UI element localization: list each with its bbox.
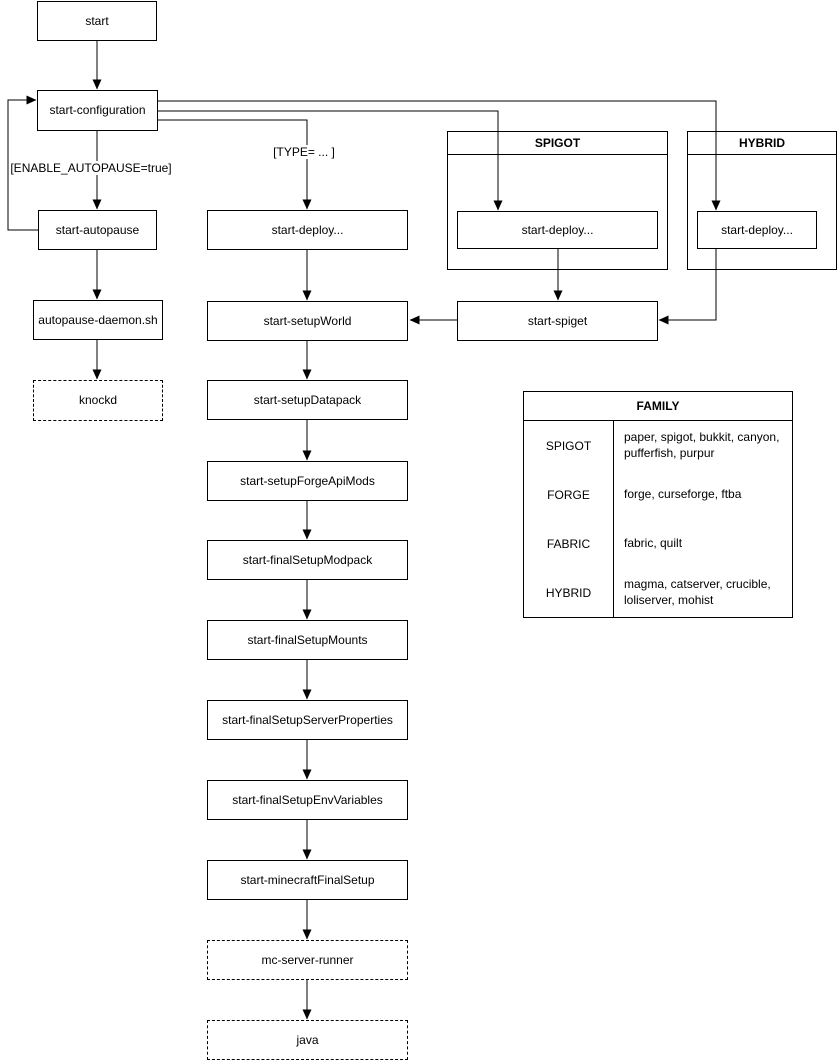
- node-start-setupdatapack: start-setupDatapack: [207, 380, 408, 420]
- family-row-spigot: SPIGOT paper, spigot, bukkit, canyon, pu…: [524, 421, 792, 470]
- family-servers: paper, spigot, bukkit, canyon, pufferfis…: [624, 429, 780, 460]
- node-start-minecraftfinalsetup: start-minecraftFinalSetup: [207, 860, 408, 900]
- edge-label-enable-autopause: [ENABLE_AUTOPAUSE=true]: [9, 161, 173, 175]
- node-start-finalsetupmodpack: start-finalSetupModpack: [207, 540, 408, 580]
- node-hybrid-start-deploy: start-deploy...: [697, 211, 817, 249]
- node-autopause-daemon: autopause-daemon.sh: [33, 300, 163, 340]
- family-row-forge: FORGE forge, curseforge, ftba: [524, 470, 792, 519]
- node-java: java: [207, 1020, 408, 1060]
- family-servers: fabric, quilt: [624, 535, 683, 550]
- node-spigot-start-deploy: start-deploy...: [457, 211, 658, 249]
- family-table-body: SPIGOT paper, spigot, bukkit, canyon, pu…: [524, 421, 792, 617]
- node-start-autopause: start-autopause: [38, 210, 157, 250]
- edge-autopause-loop-to-configuration: [7, 95, 38, 231]
- node-knockd: knockd: [33, 380, 163, 421]
- edge-configuration-to-deploy-middle: [158, 119, 312, 210]
- node-start-finalsetupenvvariables: start-finalSetupEnvVariables: [207, 780, 408, 820]
- node-start-setupworld: start-setupWorld: [207, 301, 408, 341]
- node-start-deploy-middle: start-deploy...: [207, 210, 408, 250]
- edge-configuration-to-hybrid-deploy: [158, 100, 721, 211]
- family-key: HYBRID: [524, 568, 614, 617]
- node-start-finalsetupserverproperties: start-finalSetupServerProperties: [207, 700, 408, 740]
- node-mc-server-runner: mc-server-runner: [207, 940, 408, 980]
- edge-hybrid-deploy-to-spiget: [658, 249, 717, 325]
- family-table: FAMILY SPIGOT paper, spigot, bukkit, can…: [523, 391, 793, 618]
- node-start: start: [37, 1, 157, 41]
- family-servers: forge, curseforge, ftba: [624, 486, 742, 501]
- edge-configuration-to-spigot-deploy: [158, 110, 503, 211]
- family-row-hybrid: HYBRID magma, catserver, crucible, lolis…: [524, 568, 792, 617]
- node-start-configuration: start-configuration: [37, 90, 158, 131]
- family-row-fabric: FABRIC fabric, quilt: [524, 519, 792, 568]
- node-start-spiget: start-spiget: [457, 301, 658, 341]
- family-key: SPIGOT: [524, 421, 614, 470]
- family-table-title: FAMILY: [524, 392, 792, 421]
- hybrid-container-title: HYBRID: [688, 132, 836, 155]
- family-key: FABRIC: [524, 519, 614, 568]
- node-start-finalsetupmounts: start-finalSetupMounts: [207, 620, 408, 660]
- spigot-container-title: SPIGOT: [448, 132, 667, 155]
- family-key: FORGE: [524, 470, 614, 519]
- family-servers: magma, catserver, crucible, loliserver, …: [624, 576, 771, 607]
- edge-label-type: [TYPE= ... ]: [272, 145, 336, 159]
- node-start-setupforgeapimods: start-setupForgeApiMods: [207, 461, 408, 501]
